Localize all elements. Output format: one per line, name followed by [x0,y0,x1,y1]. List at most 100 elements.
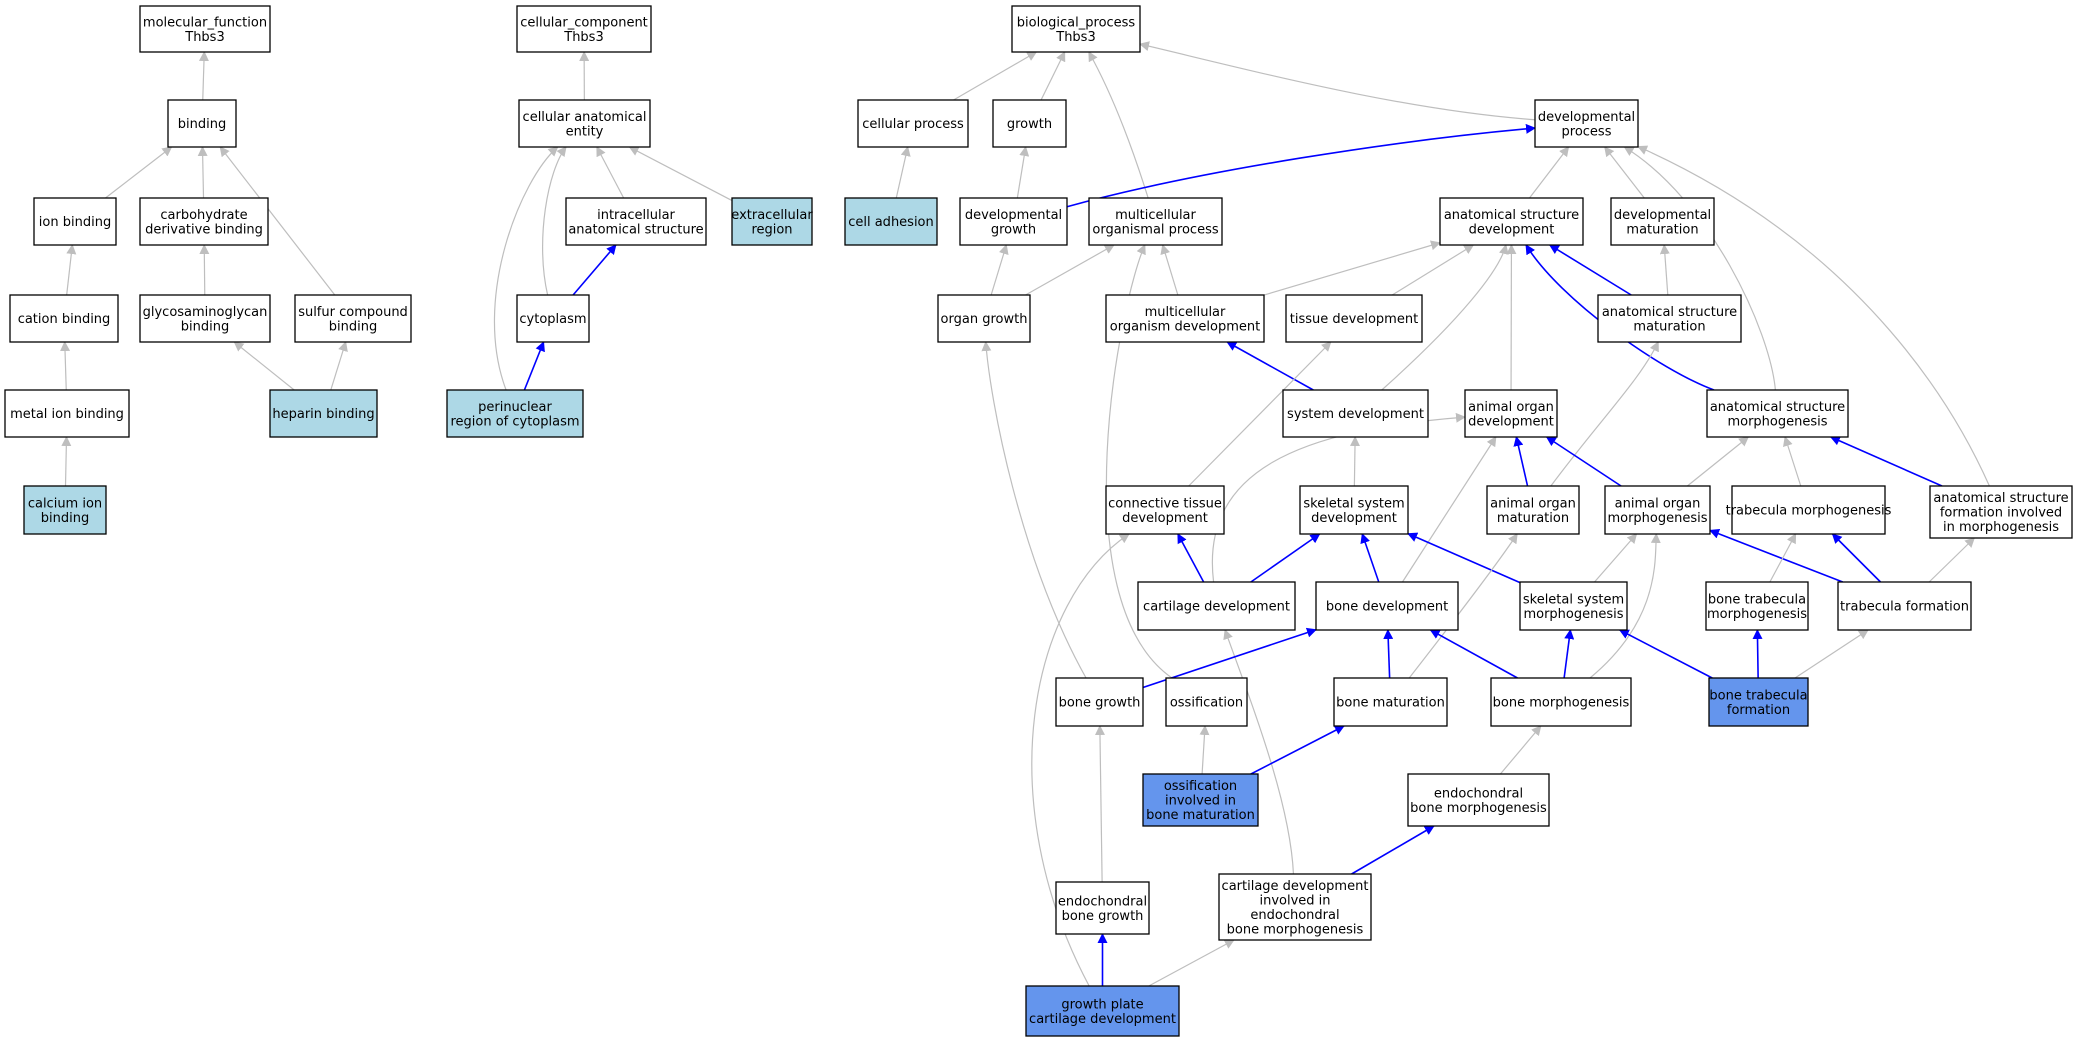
node-cytoplasm[interactable]: cytoplasm [516,294,590,343]
node-label-line: cation binding [18,312,111,327]
node-label-line: animal organ [1468,400,1554,415]
node-label-line: multicellular [1115,208,1196,223]
edge-system_dev-to-mc_org_dev [1226,341,1314,391]
edge-ossification-to-mc_process [1105,244,1173,679]
node-box [33,197,117,246]
node-box [518,99,651,148]
node-label-line: cartilage development [1222,879,1369,894]
node-metal-binding[interactable]: metal ion binding [4,389,130,438]
node-tissue-dev[interactable]: tissue development [1285,294,1423,343]
node-trab-morph[interactable]: trabecula morphogenesis [1726,485,1892,535]
node-organ-growth[interactable]: organ growth [937,294,1031,343]
node-box [1837,581,1972,631]
edge-growth-to-bp [1040,51,1066,101]
node-box [565,197,707,246]
node-label-line: morphogenesis [1707,607,1807,622]
node-label-line: organism development [1110,319,1260,334]
node-cation-binding[interactable]: cation binding [9,294,119,343]
node-label-line: process [1562,124,1612,139]
node-bone-mat[interactable]: bone maturation [1333,677,1448,727]
node-label-line: carbohydrate [160,208,247,223]
node-ossification[interactable]: ossification [1165,677,1248,727]
node-label-line: developmental [1614,208,1711,223]
edge-dev_process-to-bp [1139,41,1536,121]
node-box [139,294,271,343]
edge-asd-to-dev_process [1529,146,1570,199]
node-binding[interactable]: binding [167,99,237,148]
node-ion-binding[interactable]: ion binding [33,197,117,246]
node-cart-dev[interactable]: cartilage development [1137,581,1296,631]
node-box [139,5,271,53]
node-label-line: cartilage development [1143,600,1290,615]
node-box [1011,5,1141,53]
node-box [844,197,938,246]
node-cell-adhesion[interactable]: cell adhesion [844,197,938,246]
node-box [1464,389,1558,438]
node-trab-form[interactable]: trabecula formation [1837,581,1972,631]
node-label-line: development [1468,414,1554,429]
edge-bone_growth-to-organ_growth [981,341,1087,679]
node-label-line: connective tissue [1108,496,1222,511]
node-cell-process[interactable]: cellular process [857,99,969,148]
node-bone-dev[interactable]: bone development [1315,581,1459,631]
edge-ss_morph-to-ss_dev [1407,532,1521,584]
node-label-line: organ growth [941,312,1028,327]
node-heparin-binding[interactable]: heparin binding [269,389,378,438]
node-box [1407,773,1550,827]
node-box [1285,294,1423,343]
node-growth[interactable]: growth [992,99,1067,148]
node-bone-growth[interactable]: bone growth [1055,677,1144,727]
node-label-line: glycosaminoglycan [143,305,268,320]
edge-ao_mat-to-as_maturation [1550,341,1659,487]
node-label-line: bone trabecula [1709,688,1807,703]
node-label-line: binding [178,117,226,132]
edge-mc_process-to-bp [1088,51,1149,199]
edge-cell_process-to-bp [953,51,1038,101]
node-box [1519,581,1628,631]
edge-cytoplasm-to-ias [572,244,617,296]
edge-as_maturation-to-asd [1548,244,1632,296]
edge-perinuclear-to-cytoplasm [523,341,545,391]
edge-ao_morph-to-as_morph [1686,436,1750,487]
edge-as_maturation-to-dev_maturation [1659,244,1670,296]
node-bone-morph[interactable]: bone morphogenesis [1490,677,1632,727]
node-label-line: Thbs3 [1055,30,1095,45]
node-box [959,197,1068,246]
node-box [167,99,237,148]
edge-gag_binding-to-carb_binding [199,244,210,296]
node-system-dev[interactable]: system development [1282,389,1429,438]
